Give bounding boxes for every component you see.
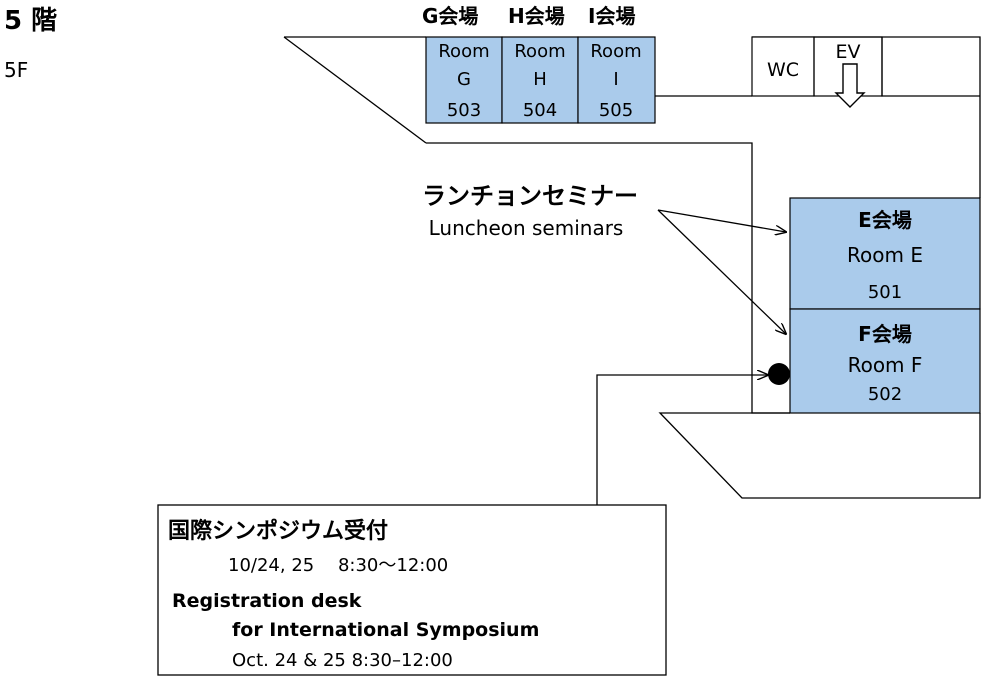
room-f-label-en: Room F xyxy=(848,353,923,377)
arrow-to-room-e xyxy=(657,209,786,232)
room-h-label: H会場 xyxy=(508,4,565,28)
registration-title-en-2: for International Symposium xyxy=(232,619,539,641)
room-g-number: 503 xyxy=(447,100,481,121)
elevator: EV xyxy=(813,36,883,108)
ev-label: EV xyxy=(835,41,860,63)
room-g-line2: G xyxy=(457,69,471,90)
room-i-line1: Room xyxy=(590,41,641,62)
room-f-label-ja: F会場 xyxy=(858,322,912,346)
wc-label: WC xyxy=(767,59,799,81)
floor-subtitle: 5F xyxy=(4,58,28,82)
room-e-number: 501 xyxy=(868,282,902,303)
registration-location-marker xyxy=(768,363,790,385)
luncheon-label-ja: ランチョンセミナー xyxy=(422,182,638,210)
room-i: Room I 505 xyxy=(577,36,656,124)
room-i-number: 505 xyxy=(599,100,633,121)
floor-title: 5 階 xyxy=(4,6,57,36)
room-f: F会場 Room F 502 xyxy=(789,308,981,414)
room-e-label-en: Room E xyxy=(847,243,923,267)
down-arrow-icon xyxy=(834,63,866,108)
room-e-label-ja: E会場 xyxy=(858,208,912,232)
registration-pointer xyxy=(596,375,768,505)
registration-box: 国際シンポジウム受付 10/24, 25 8:30〜12:00 Registra… xyxy=(157,504,667,676)
room-g-label: G会場 xyxy=(422,4,478,28)
room-g-line1: Room xyxy=(438,41,489,62)
registration-title-en-1: Registration desk xyxy=(172,590,362,612)
room-f-number: 502 xyxy=(868,384,902,405)
room-h-line2: H xyxy=(533,69,547,90)
registration-time-en: Oct. 24 & 25 8:30–12:00 xyxy=(232,650,453,671)
room-i-label: I会場 xyxy=(588,4,635,28)
room-h-number: 504 xyxy=(523,100,557,121)
registration-time-ja: 10/24, 25 8:30〜12:00 xyxy=(228,555,448,576)
room-g: Room G 503 xyxy=(425,36,503,124)
room-h: Room H 504 xyxy=(501,36,579,124)
room-h-line1: Room xyxy=(514,41,565,62)
room-e: E会場 Room E 501 xyxy=(789,197,981,310)
arrow-to-room-f xyxy=(657,209,786,334)
registration-title-ja: 国際シンポジウム受付 xyxy=(168,518,388,544)
wc: WC xyxy=(751,36,815,97)
luncheon-label-en: Luncheon seminars xyxy=(429,216,624,240)
room-i-line2: I xyxy=(613,69,618,90)
